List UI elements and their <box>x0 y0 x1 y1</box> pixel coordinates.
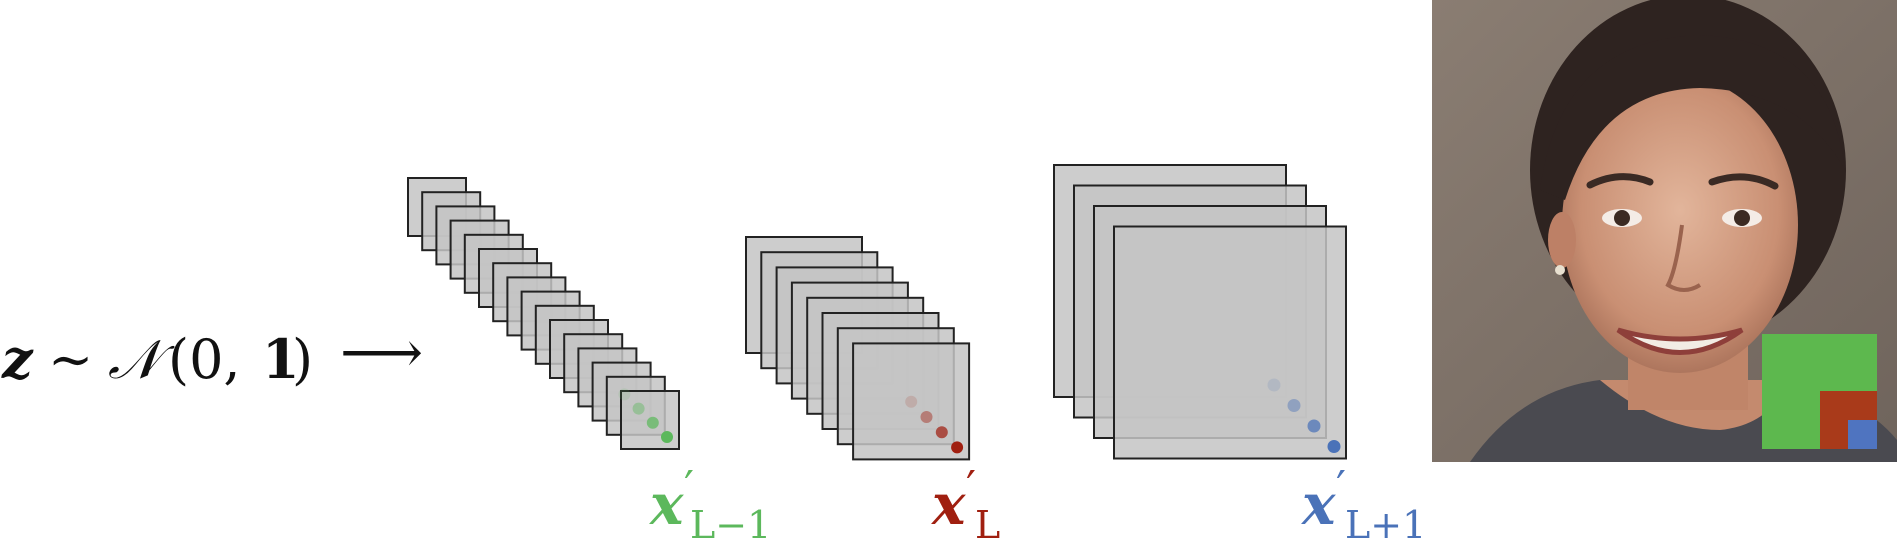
formula-dist: 𝒩 <box>108 328 175 391</box>
label-subscript: L <box>975 503 1000 543</box>
label-subscript: L−1 <box>690 503 771 543</box>
formula-one: 1 <box>262 327 300 391</box>
label-symbol: x <box>649 472 684 538</box>
pixel-dot <box>905 395 918 408</box>
pixel-dot <box>1267 378 1281 392</box>
arrow-icon: ⟶ <box>340 318 423 386</box>
pixel-dot <box>661 431 673 443</box>
feature-stack-l <box>745 236 971 461</box>
feature-map-square <box>852 342 971 461</box>
label-symbol: x <box>931 472 966 538</box>
feature-stack-l-plus-1 <box>1053 164 1347 460</box>
pixel-dot <box>1307 419 1321 433</box>
pixel-dot <box>920 411 933 423</box>
label-prime: ′ <box>1336 462 1346 513</box>
pixel-dot <box>618 388 631 401</box>
formula-sim: ∼ <box>48 328 93 391</box>
overlay-blue <box>1848 420 1877 449</box>
pixel-dot <box>1327 440 1341 453</box>
latent-formula: z ∼ 𝒩 (0, 1 ) ⟶ <box>1 318 423 391</box>
formula-z: z <box>1 327 34 391</box>
feature-map-square <box>1113 225 1347 460</box>
label-l-plus-1: x ′ L+1 <box>1301 462 1426 543</box>
label-prime: ′ <box>966 462 976 513</box>
label-subscript: L+1 <box>1345 503 1426 543</box>
label-prime: ′ <box>684 462 694 513</box>
feature-stack-l-minus-1 <box>407 177 680 450</box>
label-l-minus-1: x ′ L−1 <box>649 462 771 543</box>
pixel-dot <box>1287 399 1301 412</box>
generated-face-image <box>1432 0 1897 462</box>
formula-args: (0, <box>168 328 241 391</box>
formula-close: ) <box>292 328 313 391</box>
pixel-dot <box>632 402 645 415</box>
pixel-dot <box>951 441 964 454</box>
pixel-dot <box>646 416 659 429</box>
label-l: x ′ L <box>931 462 1000 543</box>
label-symbol: x <box>1301 472 1336 538</box>
pixel-dot <box>935 426 948 439</box>
